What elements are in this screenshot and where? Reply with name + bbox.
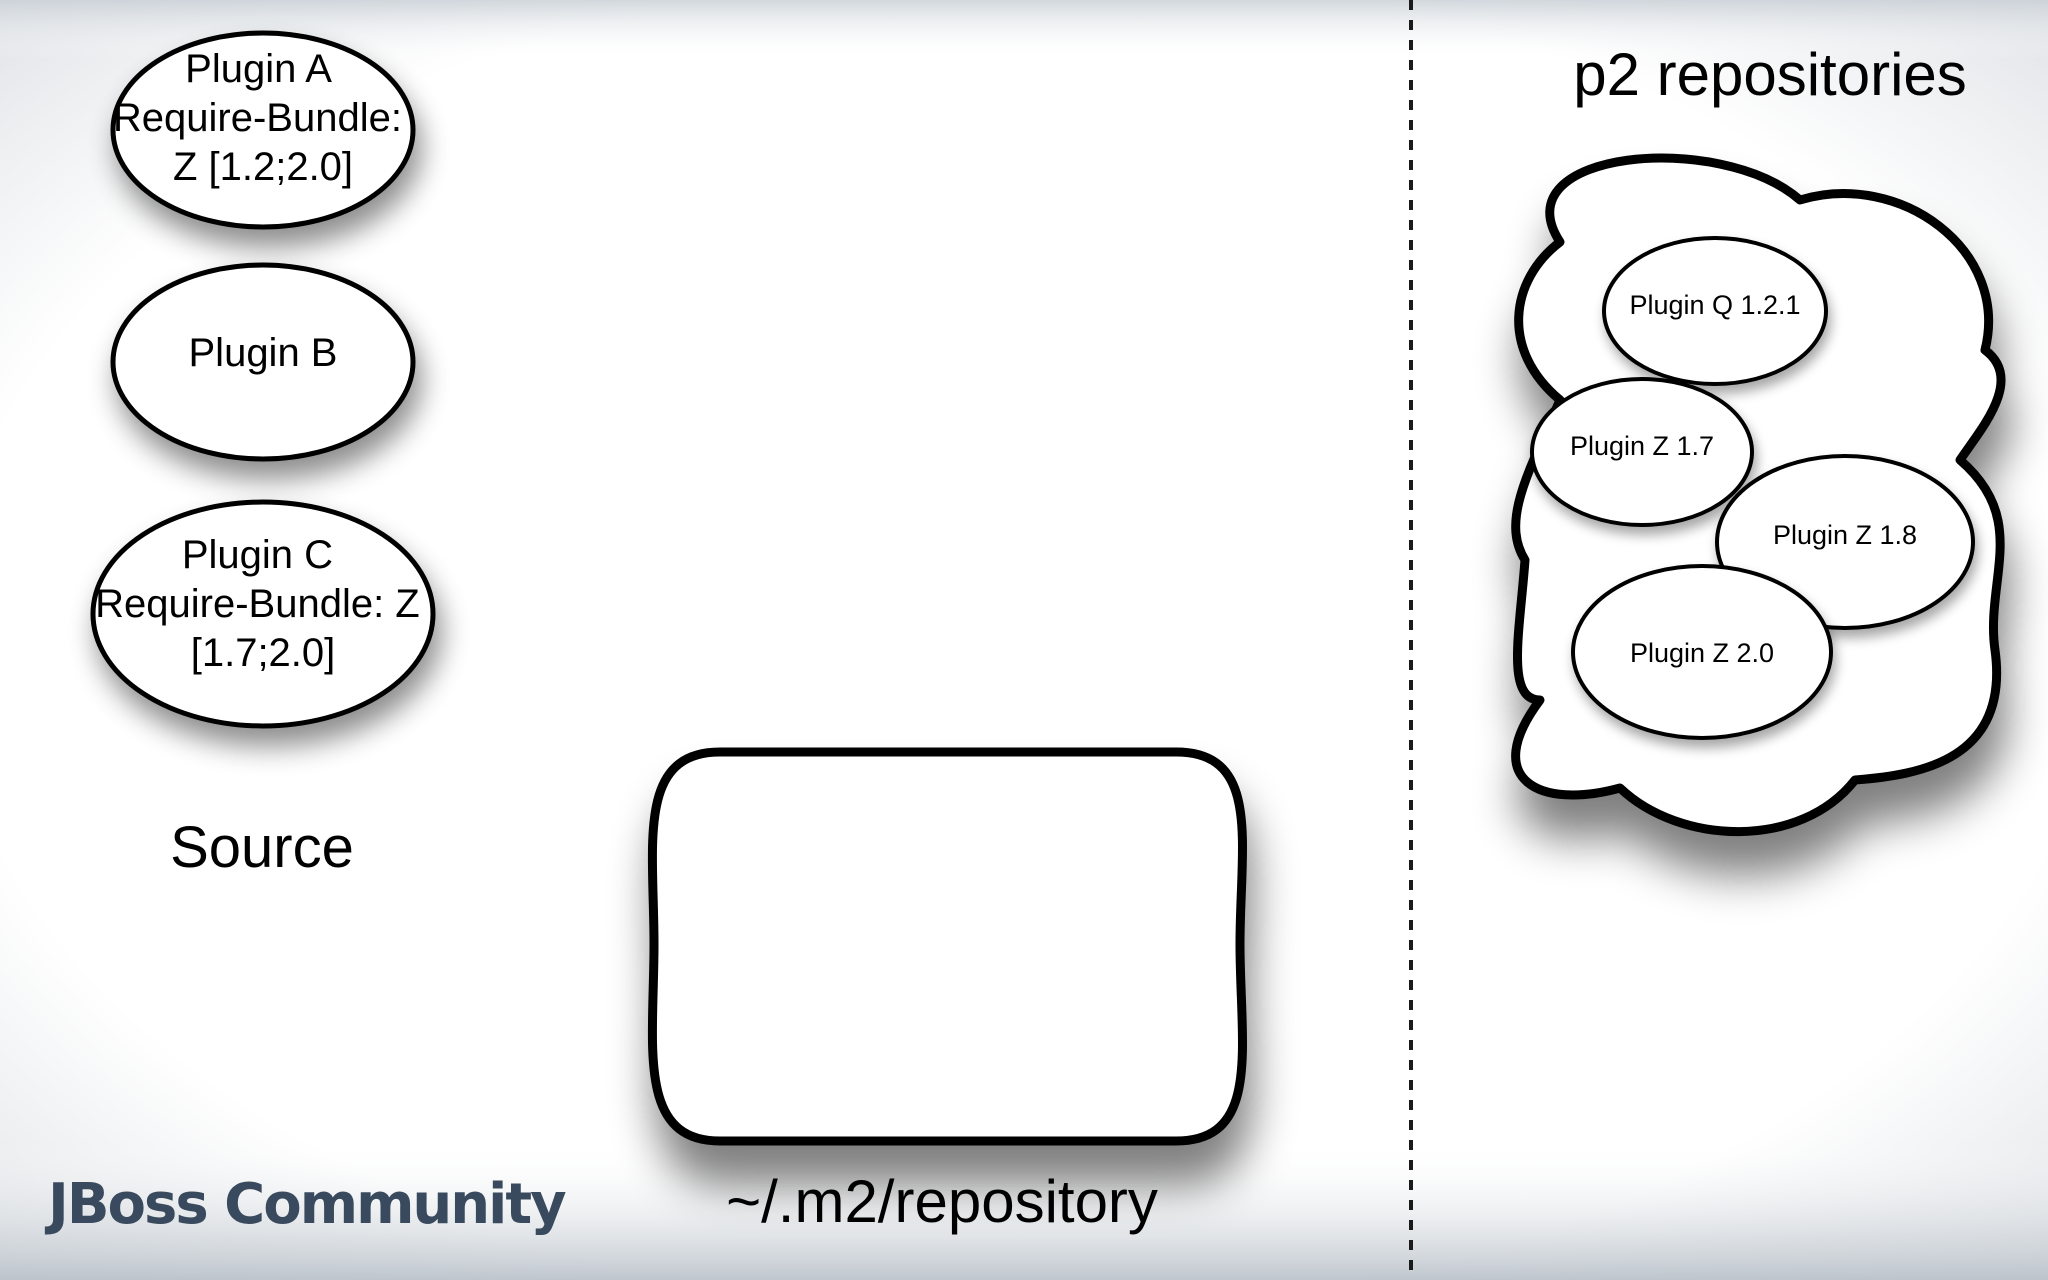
p2-plugin-z-18-label: Plugin Z 1.8: [1773, 520, 1917, 550]
local-repository-label: ~/.m2/repository: [726, 1168, 1158, 1235]
source-plugin-a: [110, 30, 416, 230]
source-plugin-c: [90, 499, 436, 729]
p2-plugin-q-121: [1602, 236, 1828, 386]
source-plugin-c-label: Plugin C Require-Bundle: Z [1.7;2.0]: [95, 533, 431, 675]
jboss-community-logo: JBoss Community: [44, 1172, 566, 1237]
source-plugin-b-label: Plugin B: [189, 331, 338, 375]
p2-plugin-z-17-label: Plugin Z 1.7: [1570, 431, 1714, 461]
p2-plugin-z-17: [1530, 377, 1754, 527]
background-bottom-edge: [0, 1140, 2048, 1280]
p2-repositories-title: p2 repositories: [1573, 41, 1967, 108]
source-plugin-a-label: Plugin A Require-Bundle: Z [1.2;2.0]: [113, 47, 413, 189]
local-repository-shape: [647, 747, 1248, 1146]
p2-plugin-z-20: [1571, 564, 1833, 740]
p2-plugin-z-20-label: Plugin Z 2.0: [1630, 638, 1774, 668]
source-label: Source: [170, 815, 354, 880]
p2-plugin-q-121-label: Plugin Q 1.2.1: [1629, 290, 1800, 320]
source-plugin-b: [110, 262, 416, 462]
